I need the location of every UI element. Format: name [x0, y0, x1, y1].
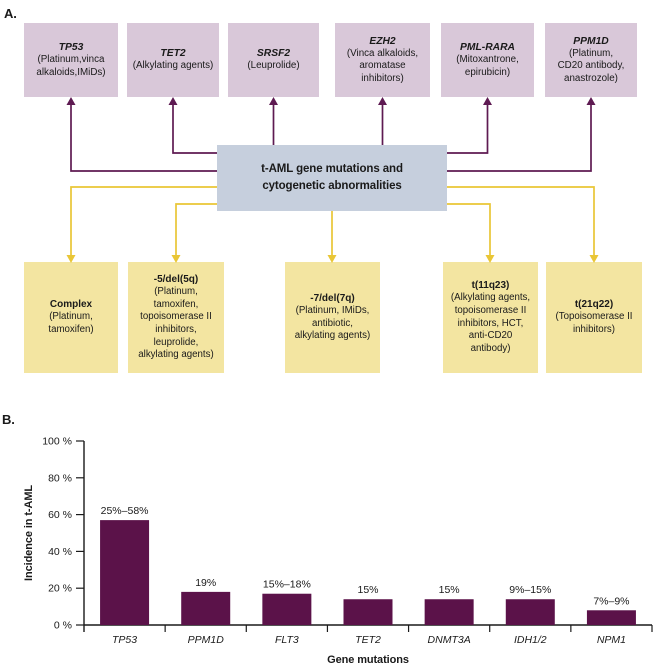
arrow-to-tet2: [172, 105, 217, 154]
y-tick-label: 60 %: [48, 509, 72, 521]
cytogenetic-box-7del7q: -7/del(7q) (Platinum, IMiDs, antibiotic,…: [285, 262, 380, 373]
gene-box-ezh2: EZH2 (Vinca alkaloids, aromatase inhibit…: [335, 23, 430, 97]
arrow-to-ppm1d: [447, 105, 592, 172]
gene-name: TET2: [160, 48, 186, 60]
y-tick-label: 40 %: [48, 546, 72, 558]
arrow-to-complex: [70, 186, 217, 255]
bar-value-label: 25%–58%: [101, 505, 149, 517]
abnormality-name: -5/del(5q): [153, 274, 199, 286]
arrowhead-down-icon: [66, 255, 76, 263]
panel-a-label: A.: [4, 6, 17, 21]
gene-detail: (Platinum,vinca alkaloids,IMiDs): [36, 54, 106, 78]
gene-box-pml-rara: PML-RARA (Mitoxantrone, epirubicin): [441, 23, 534, 97]
panel-b: B. 0 % 20 % 40 % 60 % 80 % 100 % 25%–58% TP53 19…: [0, 410, 661, 667]
abnormality-detail: (Platinum, tamoxifen, topoisomerase II i…: [138, 286, 214, 361]
arrowhead-down-icon: [589, 255, 599, 263]
arrowhead-down-icon: [171, 255, 181, 263]
arrowhead-down-icon: [485, 255, 495, 263]
bar: [100, 520, 150, 625]
connector-arrows: [66, 97, 599, 263]
gene-box-srsf2: SRSF2 (Leuprolide): [228, 23, 319, 97]
cytogenetic-box-5del5q: -5/del(5q) (Platinum, tamoxifen, topoiso…: [128, 262, 224, 373]
arrow-to-pml-rara: [447, 105, 489, 154]
x-category-label: TP53: [112, 634, 137, 646]
bar: [181, 591, 231, 625]
gene-detail: (Mitoxantrone, epirubicin): [456, 54, 519, 78]
cytogenetic-box-t11q23: t(11q23) (Alkylating agents, topoisomera…: [443, 262, 538, 373]
bar: [424, 599, 474, 625]
arrow-to-tp53: [70, 105, 217, 172]
gene-detail: (Leuprolide): [247, 60, 300, 72]
cytogenetic-box-complex: Complex (Platinum, tamoxifen): [24, 262, 118, 373]
arrowhead-down-icon: [327, 255, 337, 263]
abnormality-detail: (Platinum, tamoxifen): [48, 311, 94, 335]
cytogenetic-box-t21q22: t(21q22) (Topoisomerase II inhibitors): [546, 262, 642, 373]
gene-name: TP53: [58, 41, 84, 53]
arrowhead-up-icon: [586, 97, 596, 105]
incidence-bar-chart: 0 % 20 % 40 % 60 % 80 % 100 % 25%–58% TP53 19% PP…: [23, 436, 653, 666]
arrow-to-t11q23: [447, 203, 491, 255]
gene-box-tp53: TP53 (Platinum,vinca alkaloids,IMiDs): [24, 23, 118, 97]
y-tick-label: 20 %: [48, 583, 72, 595]
gene-detail: (Vinca alkaloids, aromatase inhibitors): [346, 47, 419, 84]
arrowhead-up-icon: [378, 97, 387, 105]
arrow-to-5del5q: [175, 203, 217, 255]
bar: [586, 610, 636, 625]
x-category-label: NPM1: [597, 634, 626, 646]
x-category-label: TET2: [355, 634, 381, 646]
arrowhead-up-icon: [168, 97, 178, 105]
y-tick-label: 0 %: [54, 620, 72, 632]
central-node: t-AML gene mutations and cytogenetic abn…: [217, 145, 447, 211]
arrow-to-t21q22: [447, 186, 595, 255]
abnormality-name: t(11q23): [471, 280, 510, 292]
x-axis-title: Gene mutations: [327, 654, 409, 666]
bar: [262, 593, 312, 625]
arrowhead-up-icon: [269, 97, 278, 105]
gene-name: PML-RARA: [460, 41, 515, 53]
abnormality-detail: (Platinum, IMiDs, antibiotic, alkylating…: [294, 305, 371, 342]
bar-value-label: 9%–15%: [509, 584, 551, 596]
y-tick-label: 80 %: [48, 472, 72, 484]
x-category-label: DNMT3A: [428, 634, 471, 646]
gene-detail: (Platinum, CD20 antibody, anastrozole): [557, 47, 625, 84]
abnormality-name: -7/del(7q): [310, 293, 355, 305]
bar-value-label: 15%–18%: [263, 579, 311, 591]
x-category-label: PPM1D: [188, 634, 225, 646]
abnormality-detail: (Alkylating agents, topoisomerase II inh…: [450, 292, 531, 354]
x-category-label: FLT3: [275, 634, 299, 646]
bar-value-label: 7%–9%: [593, 595, 629, 607]
gene-box-tet2: TET2 (Alkylating agents): [127, 23, 219, 97]
bar: [505, 599, 555, 625]
abnormality-name: Complex: [49, 299, 93, 311]
gene-name: SRSF2: [256, 48, 291, 60]
arrowhead-up-icon: [483, 97, 492, 105]
gene-detail: (Alkylating agents): [132, 60, 214, 72]
bar: [343, 599, 393, 625]
gene-box-ppm1d: PPM1D (Platinum, CD20 antibody, anastroz…: [545, 23, 637, 97]
bar-value-label: 19%: [195, 577, 216, 589]
x-category-label: IDH1/2: [514, 634, 547, 646]
bar-value-label: 15%: [439, 584, 460, 596]
gene-name: PPM1D: [573, 35, 609, 47]
panel-b-label: B.: [2, 412, 15, 427]
gene-name: EZH2: [369, 35, 396, 47]
arrowhead-up-icon: [66, 97, 76, 105]
y-axis-title: Incidence in t-AML: [23, 485, 35, 581]
abnormality-detail: (Topoisomerase II inhibitors): [555, 311, 633, 335]
bar-value-label: 15%: [357, 584, 378, 596]
abnormality-name: t(21q22): [574, 299, 614, 311]
y-tick-label: 100 %: [42, 436, 72, 448]
